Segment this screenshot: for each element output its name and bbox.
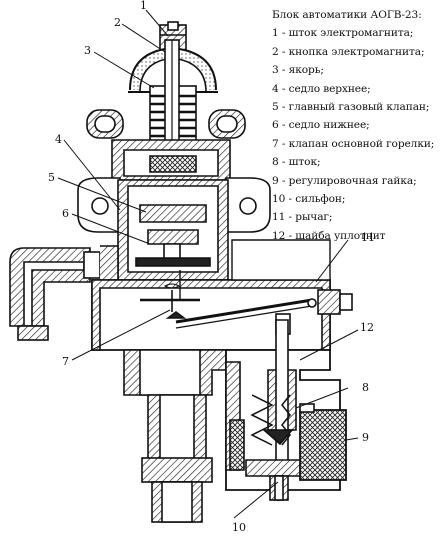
- legend-item: 5 - главный газовый клапан;: [272, 101, 430, 114]
- legend-title: Блок автоматики АОГВ-23:: [272, 9, 422, 21]
- mounting-flange-shape: [77, 177, 271, 233]
- upper-housing-shape: [111, 139, 231, 181]
- callout-4: 4: [55, 133, 62, 146]
- legend-item: 3 - якорь;: [272, 64, 324, 77]
- lever-shape: [175, 289, 353, 335]
- callout-5: 5: [48, 171, 55, 184]
- legend-item: 6 - седло нижнее;: [272, 119, 370, 132]
- legend-item: 9 - регулировочная гайка;: [272, 174, 417, 187]
- callout-9: 9: [362, 431, 369, 444]
- outlet-column-shape: [123, 349, 227, 523]
- leader-lines: [57, 9, 359, 519]
- legend-item: 1 - шток электромагнита;: [272, 27, 414, 40]
- callout-6: 6: [62, 207, 69, 220]
- callout-11: 11: [361, 231, 375, 244]
- parts-legend: Блок автоматики АОГВ-23: 1 - шток электр…: [272, 6, 444, 245]
- legend-item: 4 - седло верхнее;: [272, 82, 371, 95]
- legend-item: 2 - кнопка электромагнита;: [272, 45, 425, 58]
- legend-item: 8 - шток;: [272, 156, 321, 169]
- legend-item: 11 - рычаг;: [272, 211, 333, 224]
- valve-body-shape: [117, 179, 229, 281]
- callout-1: 1: [140, 0, 147, 12]
- inlet-elbow-shape: [9, 245, 119, 341]
- legend-item: 7 - клапан основной горелки;: [272, 137, 435, 150]
- callout-2: 2: [114, 16, 121, 29]
- legend-item: 10 - сильфон;: [272, 193, 346, 206]
- callout-7: 7: [62, 355, 69, 368]
- callout-8: 8: [362, 381, 369, 394]
- side-clamp-shape: [86, 109, 246, 139]
- legend-item: 12 - шайба уплотнит: [272, 229, 386, 242]
- callout-10: 10: [232, 521, 246, 534]
- thermostat-housing-shape: [225, 319, 347, 501]
- callout-3: 3: [84, 44, 91, 57]
- callout-12: 12: [360, 321, 374, 334]
- regulator-assembly-drawing: [9, 9, 359, 523]
